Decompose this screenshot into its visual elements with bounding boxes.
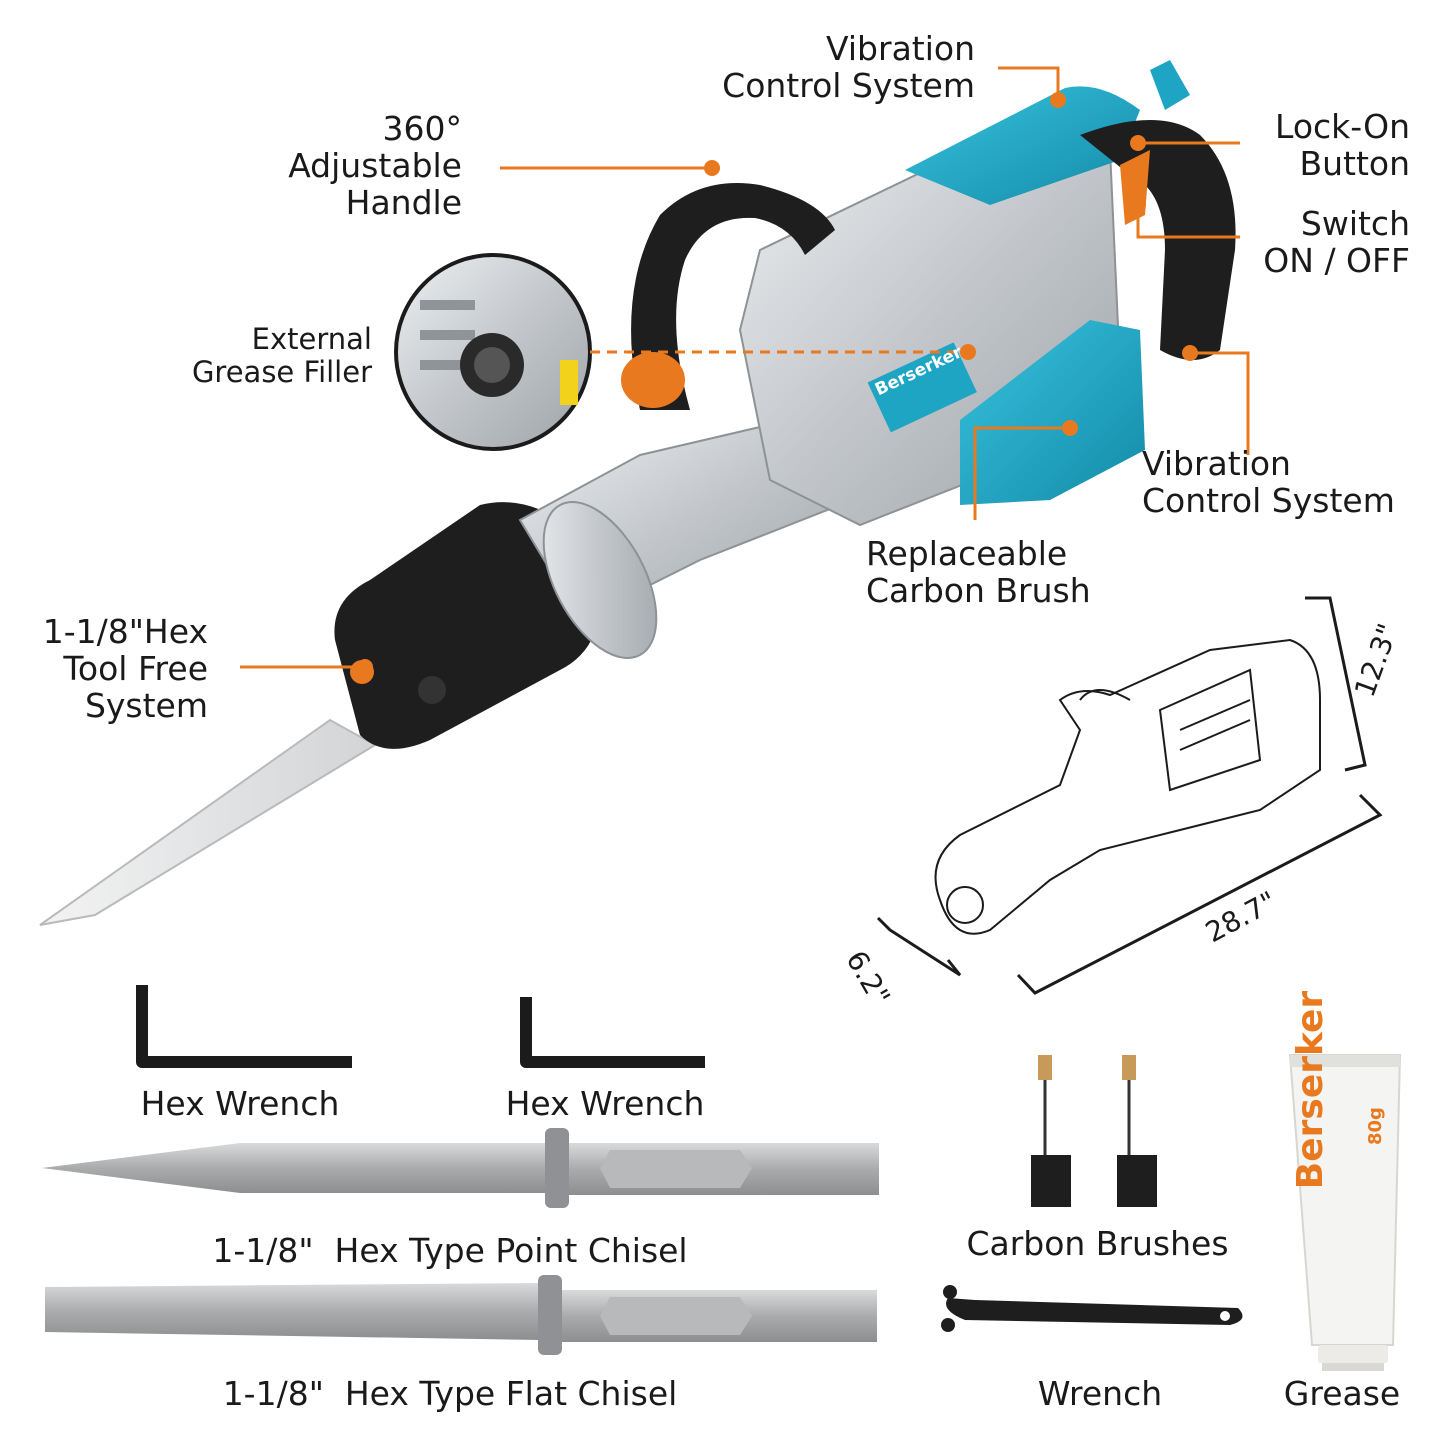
grease-tube-brand: Berserker — [1290, 990, 1331, 1190]
label-hex-wrench-1: Hex Wrench — [140, 1084, 340, 1123]
spanner-wrench-image — [941, 1285, 1243, 1332]
carbon-brush-2-image — [1117, 1055, 1157, 1207]
carbon-brush-1-image — [1031, 1055, 1071, 1207]
label-flat-chisel: 1-1/8" Hex Type Flat Chisel — [222, 1374, 678, 1413]
point-chisel-image — [42, 1128, 879, 1208]
chuck — [334, 502, 600, 749]
flat-chisel-image — [45, 1275, 877, 1355]
callout-hex-tool-free-system: 1-1/8"Hex Tool Free System — [42, 612, 208, 725]
dimension-drawing — [934, 638, 1321, 935]
callout-switch-on-off: Switch ON / OFF — [1263, 204, 1410, 280]
chisel-bit — [39, 718, 377, 926]
label-grease: Grease — [1283, 1374, 1401, 1413]
label-wrench: Wrench — [1037, 1374, 1163, 1413]
callout-lock-on-button: Lock-On Button — [1275, 107, 1410, 183]
callout-vibration-control-top: Vibration Control System — [722, 29, 975, 105]
rear-handle — [1080, 120, 1236, 360]
teal-lower-housing — [960, 320, 1145, 505]
grease-filler-zoom — [394, 253, 592, 451]
label-carbon-brushes: Carbon Brushes — [966, 1224, 1229, 1263]
label-point-chisel: 1-1/8" Hex Type Point Chisel — [212, 1231, 688, 1270]
dimension-lines — [876, 596, 1383, 995]
callout-dots — [357, 92, 1198, 675]
hex-wrench-1-image — [136, 985, 352, 1068]
hex-wrench-2-image — [520, 997, 705, 1068]
teal-top-housing — [905, 86, 1140, 205]
label-hex-wrench-2: Hex Wrench — [505, 1084, 705, 1123]
callout-vibration-control-bottom: Vibration Control System — [1142, 444, 1395, 520]
callout-replaceable-carbon-brush: Replaceable Carbon Brush — [866, 534, 1091, 610]
grease-tube-weight: 80g — [1365, 1107, 1386, 1145]
front-handle — [631, 183, 835, 410]
demolition-hammer-image — [39, 60, 1236, 926]
callout-external-grease-filler: External Grease Filler — [191, 322, 372, 389]
callout-lines — [240, 66, 1250, 669]
callout-adjustable-handle: 360° Adjustable Handle — [288, 109, 462, 222]
grease-tube-image — [1288, 1054, 1402, 1371]
